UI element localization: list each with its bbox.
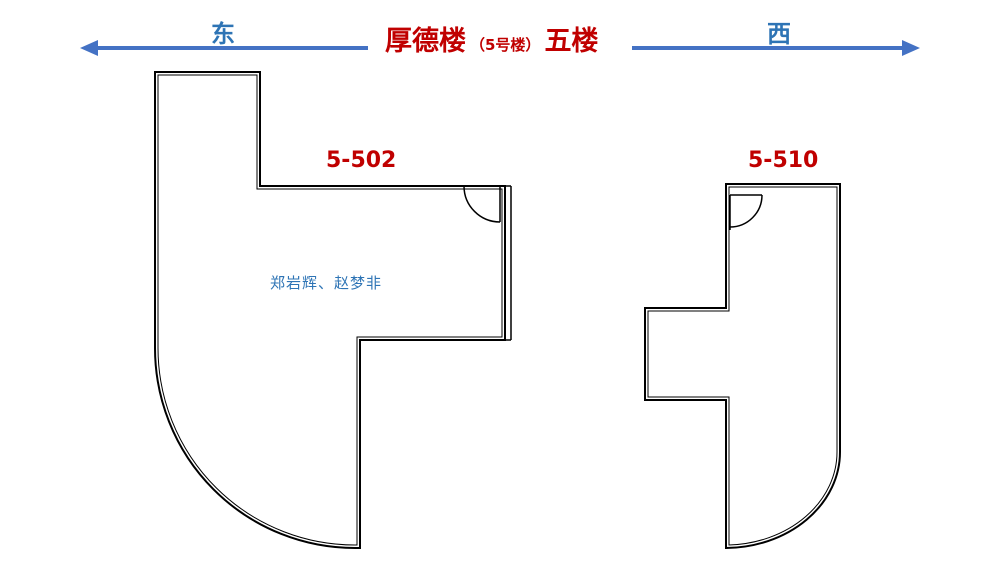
room-502-door [463, 185, 512, 341]
floor-label: 五楼 [544, 26, 599, 57]
room-502-outline [154, 71, 506, 549]
room-510-door [729, 194, 763, 230]
room-510-number: 5-510 [748, 148, 819, 173]
building-name: 厚德楼 [385, 26, 466, 57]
west-label: 西 [767, 20, 791, 48]
room-502-occupants: 郑岩辉、赵梦非 [270, 274, 383, 292]
west-arrow [632, 40, 920, 56]
room-510-outline [644, 183, 841, 550]
east-label: 东 [211, 20, 235, 48]
building-note: （5号楼） [470, 36, 541, 54]
page-title: 厚德楼（5号楼）五楼 [385, 28, 598, 55]
east-arrow [80, 40, 368, 56]
room-502-number: 5-502 [326, 148, 397, 173]
